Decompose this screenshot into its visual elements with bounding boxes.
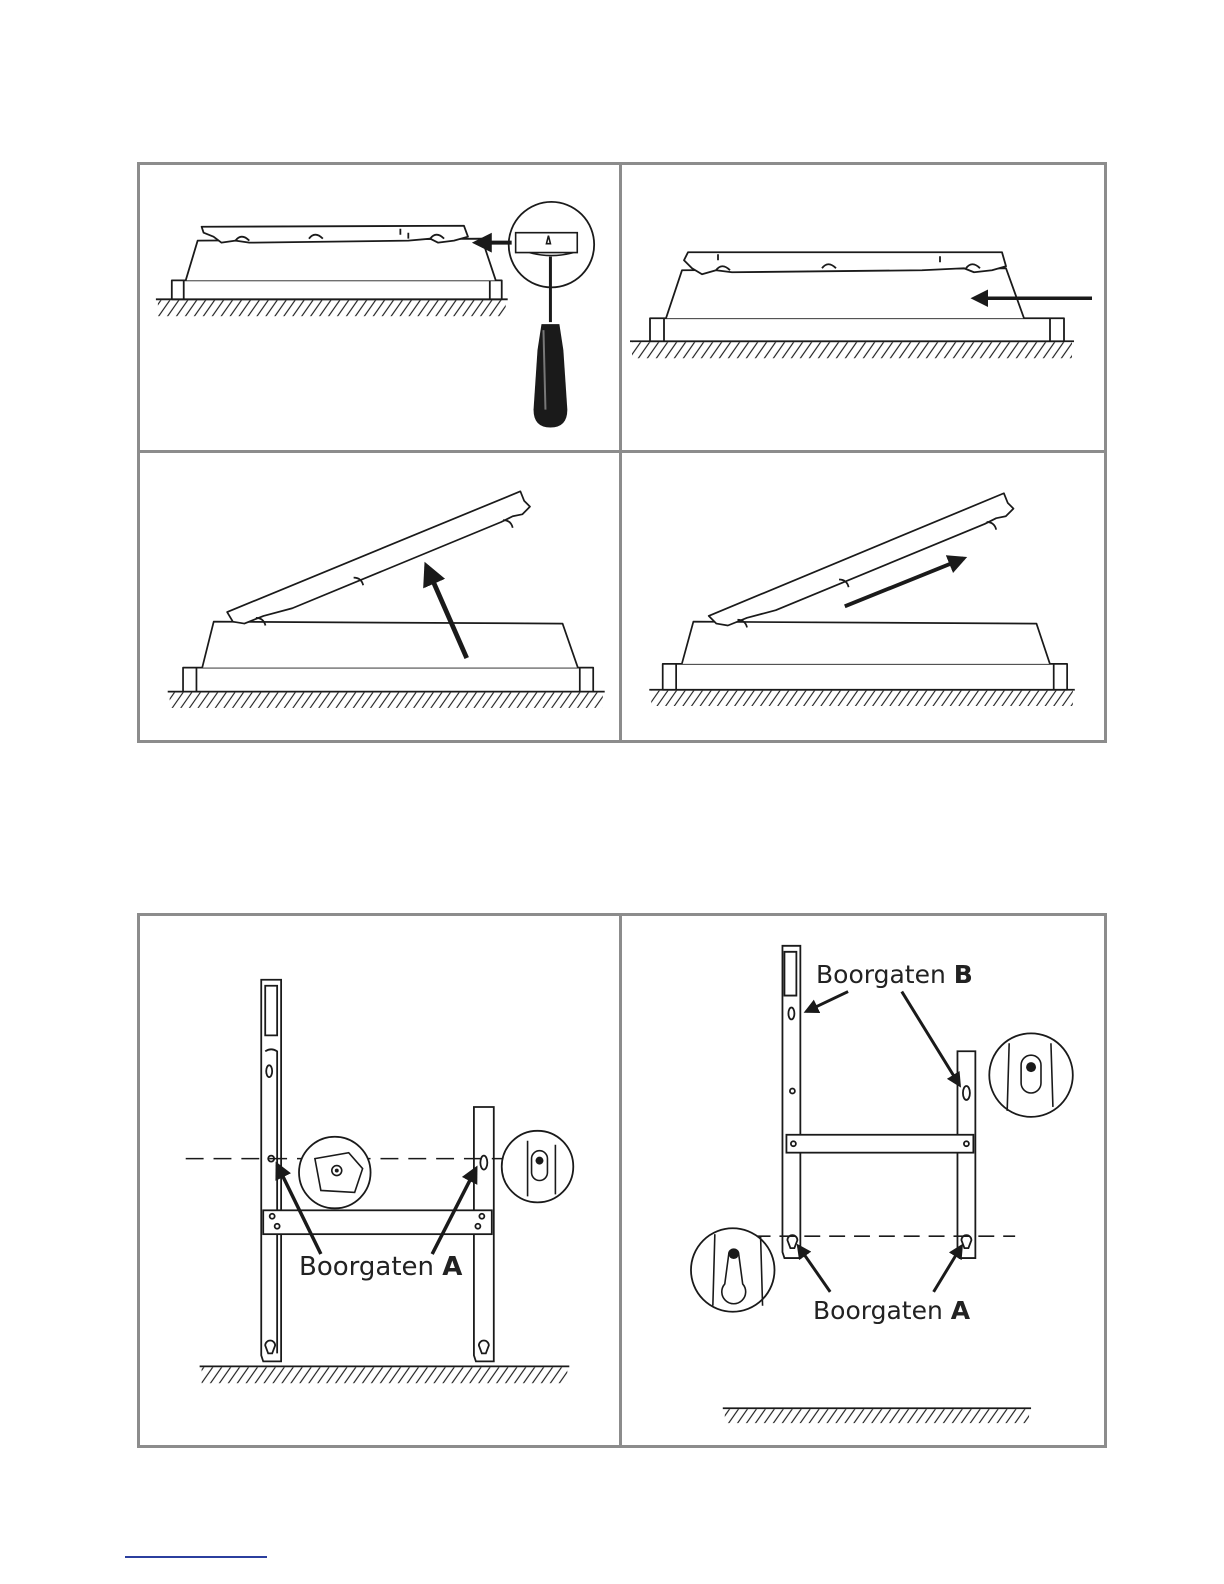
arrow-icon bbox=[934, 1246, 962, 1292]
mounting-left-panel: Boorgaten A bbox=[140, 916, 622, 1445]
step-3-illustration bbox=[140, 453, 619, 741]
detail-circle-left-icon bbox=[299, 1137, 371, 1209]
mounting-grid: Boorgaten A bbox=[137, 913, 1107, 1448]
step-4-panel bbox=[622, 453, 1104, 741]
step-3-panel bbox=[140, 453, 622, 741]
arrow-icon bbox=[902, 992, 960, 1085]
arrow-icon bbox=[798, 1246, 830, 1292]
step-2-illustration bbox=[622, 165, 1104, 450]
removal-steps-grid bbox=[137, 162, 1107, 743]
mounting-right-illustration bbox=[622, 916, 1104, 1445]
arrow-icon bbox=[806, 992, 848, 1012]
detail-circle-bottom-icon bbox=[691, 1228, 775, 1312]
drill-holes-a-label: Boorgaten A bbox=[813, 1296, 970, 1325]
drill-holes-a-label: Boorgaten A bbox=[299, 1252, 462, 1282]
drill-holes-b-label: Boorgaten B bbox=[816, 960, 973, 989]
footer-rule bbox=[125, 1556, 267, 1558]
mounting-left-illustration bbox=[140, 916, 619, 1445]
detail-circle-right-icon bbox=[502, 1131, 574, 1203]
step-1-illustration bbox=[140, 165, 619, 450]
mounting-right-panel: Boorgaten B Boorgaten A bbox=[622, 916, 1104, 1445]
step-1-panel bbox=[140, 165, 622, 453]
step-4-illustration bbox=[622, 453, 1104, 741]
detail-circle-top-icon bbox=[989, 1033, 1073, 1117]
step-2-panel bbox=[622, 165, 1104, 453]
